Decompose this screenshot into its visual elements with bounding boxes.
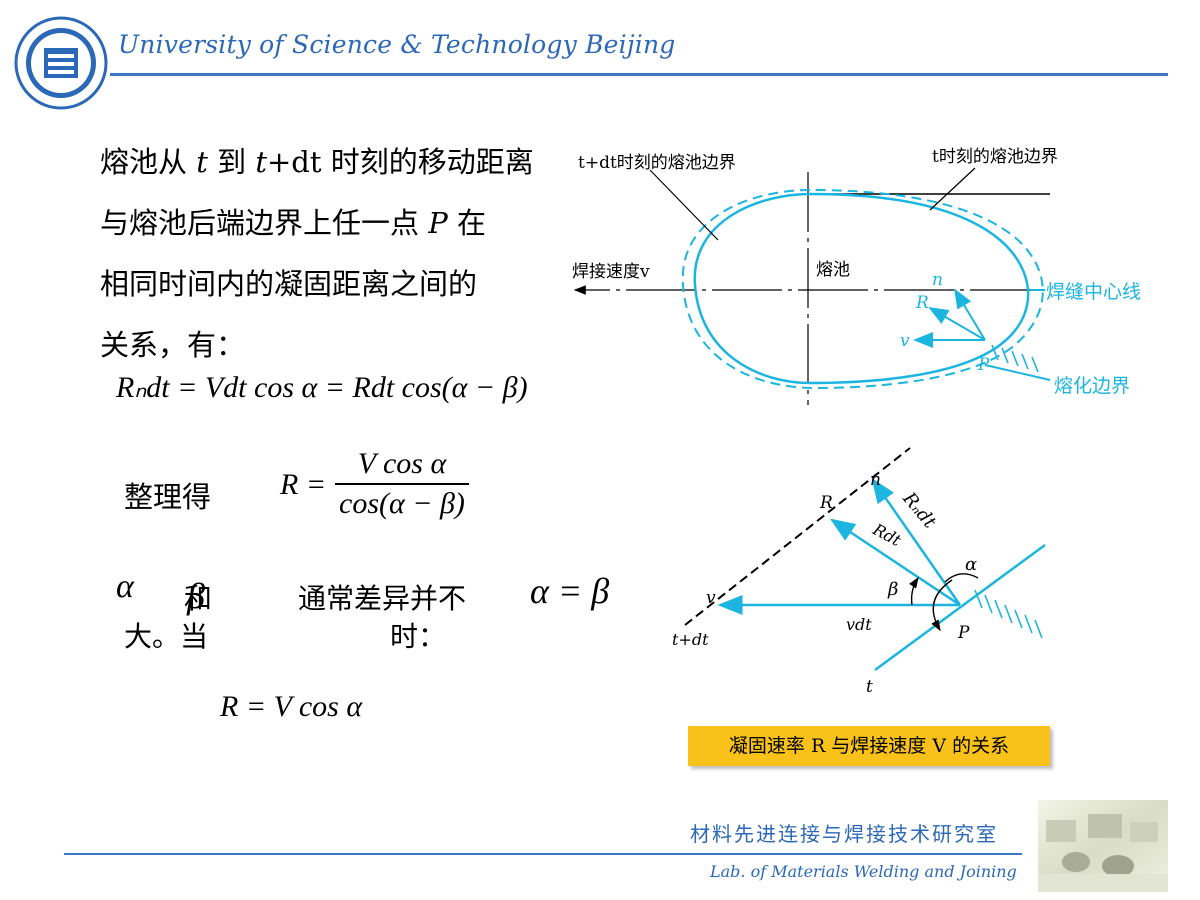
leader-t	[929, 167, 976, 211]
label-pool: 熔池	[816, 260, 850, 280]
equation-r-fraction: V cos α cos(α − β)	[335, 447, 469, 521]
fraction-numerator: V cos α	[357, 447, 447, 480]
header-divider	[110, 73, 1168, 76]
text: 熔池从	[100, 145, 197, 179]
label-n: n	[870, 470, 881, 490]
para-line-1: 熔池从 t 到 t+dt 时刻的移动距离	[100, 132, 570, 193]
beta-arc	[909, 576, 919, 606]
text: 在	[447, 206, 486, 240]
symbol-beta: β	[187, 576, 205, 616]
symbol-alpha: α	[116, 568, 134, 605]
pool-boundary-tdt	[681, 188, 1044, 390]
university-title: University of Science & Technology Beiji…	[118, 30, 676, 59]
fusion-hatch	[991, 344, 1039, 373]
text-shi: 时：	[390, 620, 447, 653]
t-line	[874, 543, 1046, 672]
label-t: t	[866, 677, 873, 697]
label-v: v	[706, 588, 716, 608]
label-alpha: α	[965, 554, 977, 575]
label-r: R	[819, 493, 833, 513]
vector-triangle-diagram: n R Rₙdt Rdt α β v vdt t+dt P t	[672, 447, 1046, 697]
text-tongchang: 通常差异并不	[298, 582, 467, 615]
pool-boundary-t	[693, 192, 1030, 385]
para-line-3: 相同时间内的凝固距离之间的	[100, 267, 478, 301]
equation-rn: Rₙdt = Vdt cos α = Rdt cos(α − β)	[116, 371, 528, 404]
footer-divider	[64, 853, 1022, 855]
var-t: t	[255, 145, 267, 179]
university-seal-logo	[14, 16, 108, 110]
var-p: P	[428, 206, 448, 240]
weld-pool-diagram: t+dt时刻的熔池边界 t时刻的熔池边界 焊接速度v 熔池 焊缝中心线 熔化边界…	[572, 147, 1141, 405]
leader-tdt	[649, 169, 719, 241]
lab-name-english: Lab. of Materials Welding and Joining	[710, 862, 1017, 881]
label-centerline: 焊缝中心线	[1046, 281, 1141, 303]
label-tdt: t+dt	[672, 630, 709, 649]
fraction-denominator: cos(α − β)	[339, 487, 465, 520]
label-beta: β	[887, 579, 898, 600]
vector-r	[928, 306, 986, 341]
rotation-arc	[931, 579, 953, 632]
text: 到	[207, 145, 256, 179]
lab-photo	[1038, 800, 1168, 892]
vector-rdt	[829, 518, 961, 607]
label-fusion: 熔化边界	[1054, 375, 1130, 397]
label-weld-speed: 焊接速度v	[572, 262, 650, 282]
equation-alpha-beta: α = β	[530, 571, 610, 611]
label-r: R	[915, 293, 929, 313]
label-p: P	[977, 355, 990, 375]
text-da: 大。当	[124, 620, 209, 653]
figure-caption: 凝固速率 R 与焊接速度 V 的关系	[688, 726, 1050, 766]
hatch-marks	[974, 589, 1043, 639]
label-rdt: Rdt	[869, 519, 905, 550]
fraction-bar	[335, 483, 469, 485]
label-tdt-boundary: t+dt时刻的熔池边界	[578, 153, 736, 173]
equation-r-lhs: R =	[280, 468, 327, 501]
para-line-2: 与熔池后端边界上任一点 P 在	[100, 193, 570, 254]
text: +dt 时刻的移动距离	[266, 145, 534, 179]
intro-paragraph: 熔池从 t 到 t+dt 时刻的移动距离 与熔池后端边界上任一点 P 在 相同时…	[100, 132, 570, 376]
vector-n	[953, 288, 986, 341]
label-p: P	[957, 623, 970, 643]
alpha-arc	[944, 573, 979, 583]
lab-name-chinese: 材料先进连接与焊接技术研究室	[690, 822, 998, 846]
fusion-leader	[984, 364, 1051, 381]
text: 与熔池后端边界上任一点	[100, 206, 429, 240]
label-t-boundary: t时刻的熔池边界	[932, 147, 1058, 167]
label-v: v	[900, 331, 910, 351]
para-line-4: 关系，有：	[100, 328, 246, 362]
label-zhengli: 整理得	[124, 480, 212, 514]
label-vdt: vdt	[846, 615, 872, 634]
equation-r-vcos: R = V cos α	[220, 690, 363, 723]
var-t: t	[196, 145, 208, 179]
text-he: 和	[184, 582, 213, 615]
label-n: n	[932, 270, 943, 290]
